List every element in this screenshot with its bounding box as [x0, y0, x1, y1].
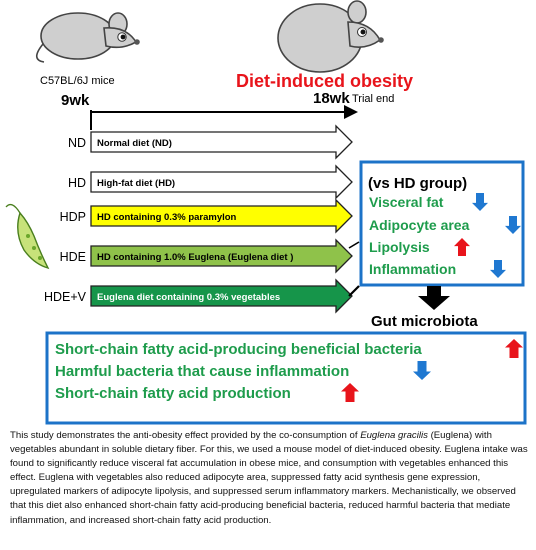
group-label: HD containing 1.0% Euglena (Euglena diet…: [97, 252, 293, 263]
effect-label: Adipocyte area: [369, 217, 470, 233]
gut-label: Harmful bacteria that cause inflammation: [55, 363, 349, 380]
group-label: High-fat diet (HD): [97, 178, 175, 189]
timeline-arrow: [90, 105, 358, 130]
caption: This study demonstrates the anti-obesity…: [10, 429, 530, 528]
diet-arrow-hd: [90, 164, 353, 200]
group-label: Normal diet (ND): [97, 138, 172, 149]
gut-label: Short-chain fatty acid-producing benefic…: [55, 341, 422, 358]
effect-label: Inflammation: [369, 261, 456, 277]
gut-title: Gut microbiota: [371, 313, 478, 330]
start-week-label: 9wk: [61, 92, 90, 109]
gut-box: Short-chain fatty acid-producing benefic…: [45, 331, 527, 425]
group-code: HDE+V: [44, 290, 87, 304]
outcome-label: Diet-induced obesity: [236, 71, 413, 91]
effect-arrow-up-icon: [454, 238, 470, 256]
lean-mouse-icon: [35, 12, 140, 63]
effect-label: Lipolysis: [369, 239, 430, 255]
effect-arrow-down-icon: [472, 193, 488, 211]
gut-list: Short-chain fatty acid-producing benefic…: [55, 339, 523, 402]
end-week-label: 18wk: [313, 90, 350, 107]
trial-end-label: Trial end: [352, 93, 394, 105]
gut-arrow-up-icon: [505, 339, 523, 358]
gut-arrow-down-icon: [413, 361, 431, 380]
group-code: HDP: [60, 210, 86, 224]
effects-title: (vs HD group): [368, 175, 467, 192]
gut-arrow-up-icon: [341, 383, 359, 402]
effect-arrow-down-icon: [505, 216, 521, 234]
group-code: HDE: [60, 250, 86, 264]
diet-arrow-nd: [90, 124, 353, 160]
caption-species: Euglena gracilis: [360, 430, 428, 441]
group-label: HD containing 0.3% paramylon: [97, 212, 237, 223]
diet-groups: ND Normal diet (ND) HD High-fat diet (HD) HD…: [44, 124, 353, 314]
down-arrow: [418, 286, 450, 310]
group-code: ND: [68, 136, 86, 150]
diet-arrow-hde-v: [90, 278, 353, 314]
caption-text: This study demonstrates the anti-obesity…: [10, 429, 530, 528]
diet-arrow-hde: [90, 238, 353, 274]
euglena-icon: [5, 203, 50, 270]
mice-label: C57BL/6J mice: [40, 75, 115, 87]
group-code: HD: [68, 176, 86, 190]
caption-part2: (Euglena) with vegetables abundant in so…: [10, 430, 528, 526]
group-label: Euglena diet containing 0.3% vegetables: [97, 292, 280, 303]
connector-arrow: [348, 241, 360, 297]
obese-mouse-icon: [277, 0, 384, 73]
graphical-abstract: C57BL/6J mice Diet-induced obesity 9wk 1…: [5, 0, 527, 425]
diet-arrow-hdp: [90, 198, 353, 234]
effect-label: Visceral fat: [369, 194, 444, 210]
gut-label: Short-chain fatty acid production: [55, 385, 291, 402]
effect-arrow-down-icon: [490, 260, 506, 278]
caption-part1: This study demonstrates the anti-obesity…: [10, 430, 361, 441]
